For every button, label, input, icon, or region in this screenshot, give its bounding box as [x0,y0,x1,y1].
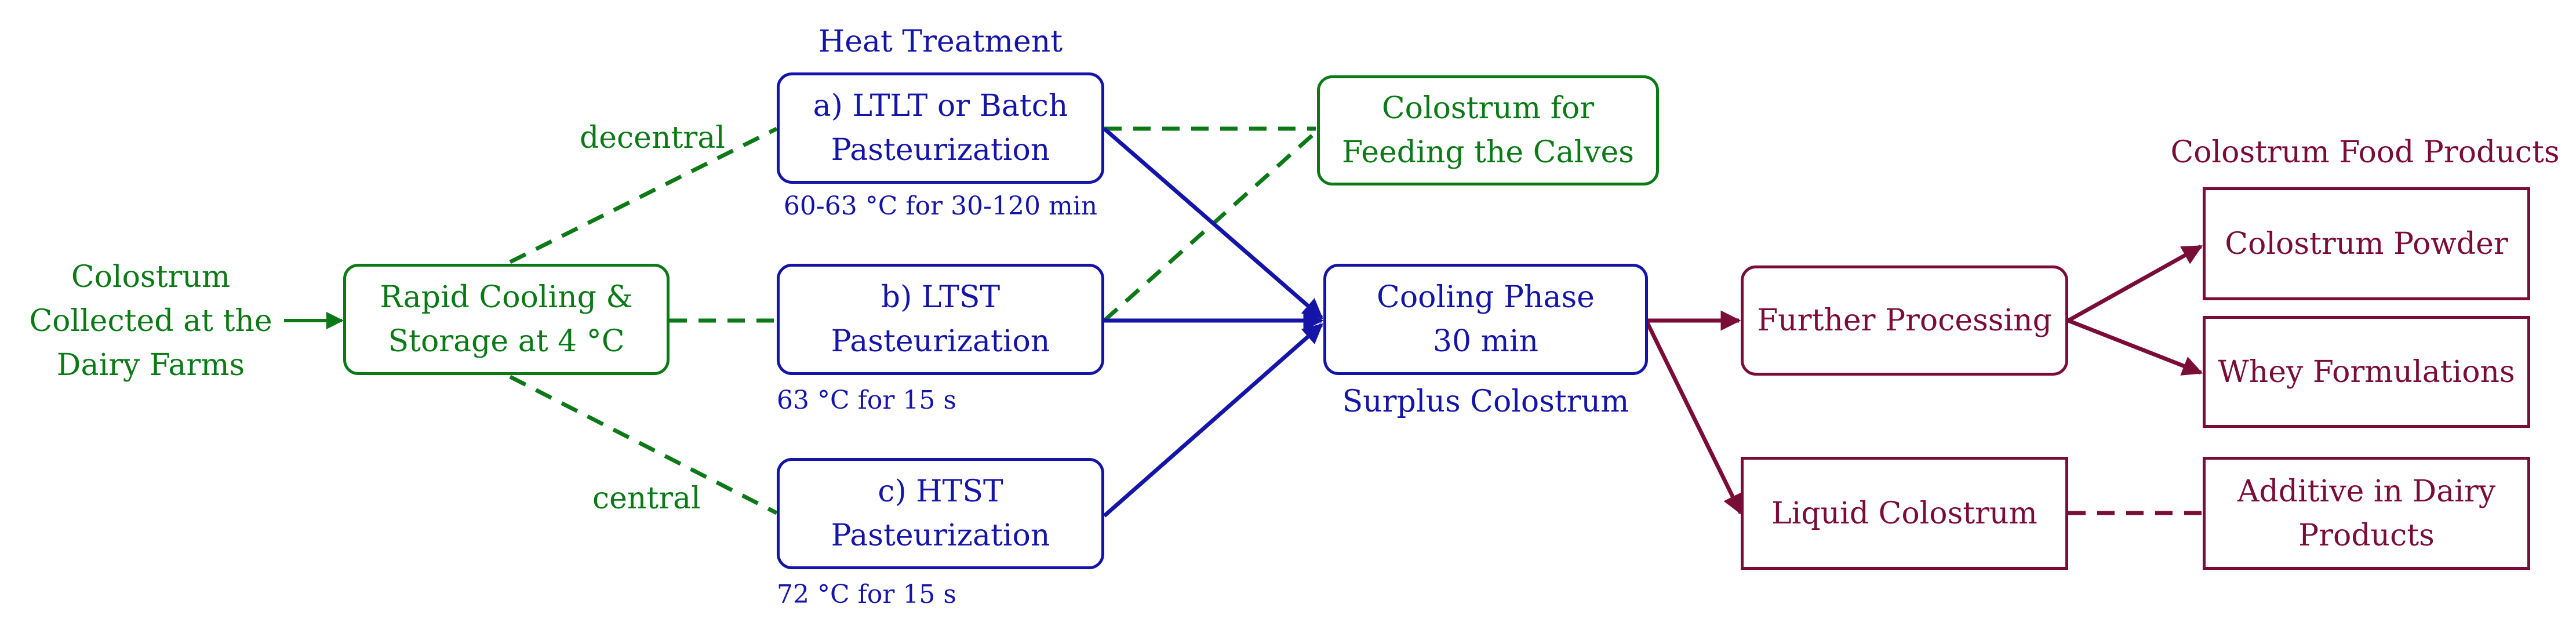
surplus-colostrum-label: Surplus Colostrum [1342,384,1629,419]
arrow-to-liquid-colostrum [1644,319,1743,515]
start-line-2: Collected at the [29,304,272,339]
cooling-phase-line-1: Cooling Phase [1377,280,1595,315]
pasteurization-b-line-1: b) LTST [881,280,1000,315]
dashed-central-to-c [509,374,778,515]
pasteurization-c-node: c) HTST Pasteurization [777,458,1104,569]
additive-dairy-node: Additive in Dairy Products [2203,457,2530,570]
start-label: Colostrum Collected at the Dairy Farms [23,255,278,387]
arrow-to-colostrum-powder [2067,244,2203,323]
whey-formulations-label: Whey Formulations [2218,354,2515,390]
heat-treatment-title: Heat Treatment [818,24,1063,59]
cooling-storage-line-2: Storage at 4 °C [388,324,625,359]
cooling-phase-node: Cooling Phase 30 min [1323,264,1648,375]
dashed-decentral-to-a [509,126,778,264]
pasteurization-a-line-1: a) LTLT or Batch [813,89,1068,123]
colostrum-powder-node: Colostrum Powder [2203,187,2530,300]
pasteurization-c-line-1: c) HTST [878,474,1003,509]
further-processing-label: Further Processing [1757,303,2052,338]
decentral-label: decentral [580,121,725,155]
additive-line-2: Products [2298,518,2435,553]
start-line-1: Colostrum [71,260,231,294]
pasteurization-b-node: b) LTST Pasteurization [777,264,1104,375]
pasteurization-a-condition: 60-63 °C for 30-120 min [783,191,1098,221]
additive-line-1: Additive in Dairy [2237,474,2496,509]
feeding-line-1: Colostrum for [1381,91,1595,126]
pasteurization-b-line-2: Pasteurization [831,324,1050,359]
feeding-calves-node: Colostrum for Feeding the Calves [1317,75,1659,185]
cooling-storage-node: Rapid Cooling & Storage at 4 °C [343,264,670,375]
pasteurization-c-line-2: Pasteurization [831,518,1050,553]
further-processing-node: Further Processing [1741,265,2068,376]
liquid-colostrum-node: Liquid Colostrum [1741,457,2068,570]
arrow-c-to-cooling-phase [1103,323,1323,518]
cooling-phase-line-2: 30 min [1432,324,1539,359]
liquid-colostrum-label: Liquid Colostrum [1771,496,2037,531]
pasteurization-a-node: a) LTLT or Batch Pasteurization [777,72,1104,184]
whey-formulations-node: Whey Formulations [2203,316,2530,428]
start-line-3: Dairy Farms [56,348,245,383]
food-products-title: Colostrum Food Products [2170,135,2560,170]
pasteurization-b-condition: 63 °C for 15 s [777,385,956,415]
arrow-a-to-cooling-phase [1103,127,1323,319]
colostrum-powder-label: Colostrum Powder [2225,226,2508,261]
central-label: central [592,481,701,516]
cooling-storage-line-1: Rapid Cooling & [380,280,633,315]
pasteurization-c-condition: 72 °C for 15 s [777,580,956,609]
dashed-b-to-feeding [1103,130,1318,322]
pasteurization-a-line-2: Pasteurization [831,133,1050,168]
arrow-to-whey-formulations [2067,318,2203,376]
feeding-line-2: Feeding the Calves [1342,135,1634,170]
